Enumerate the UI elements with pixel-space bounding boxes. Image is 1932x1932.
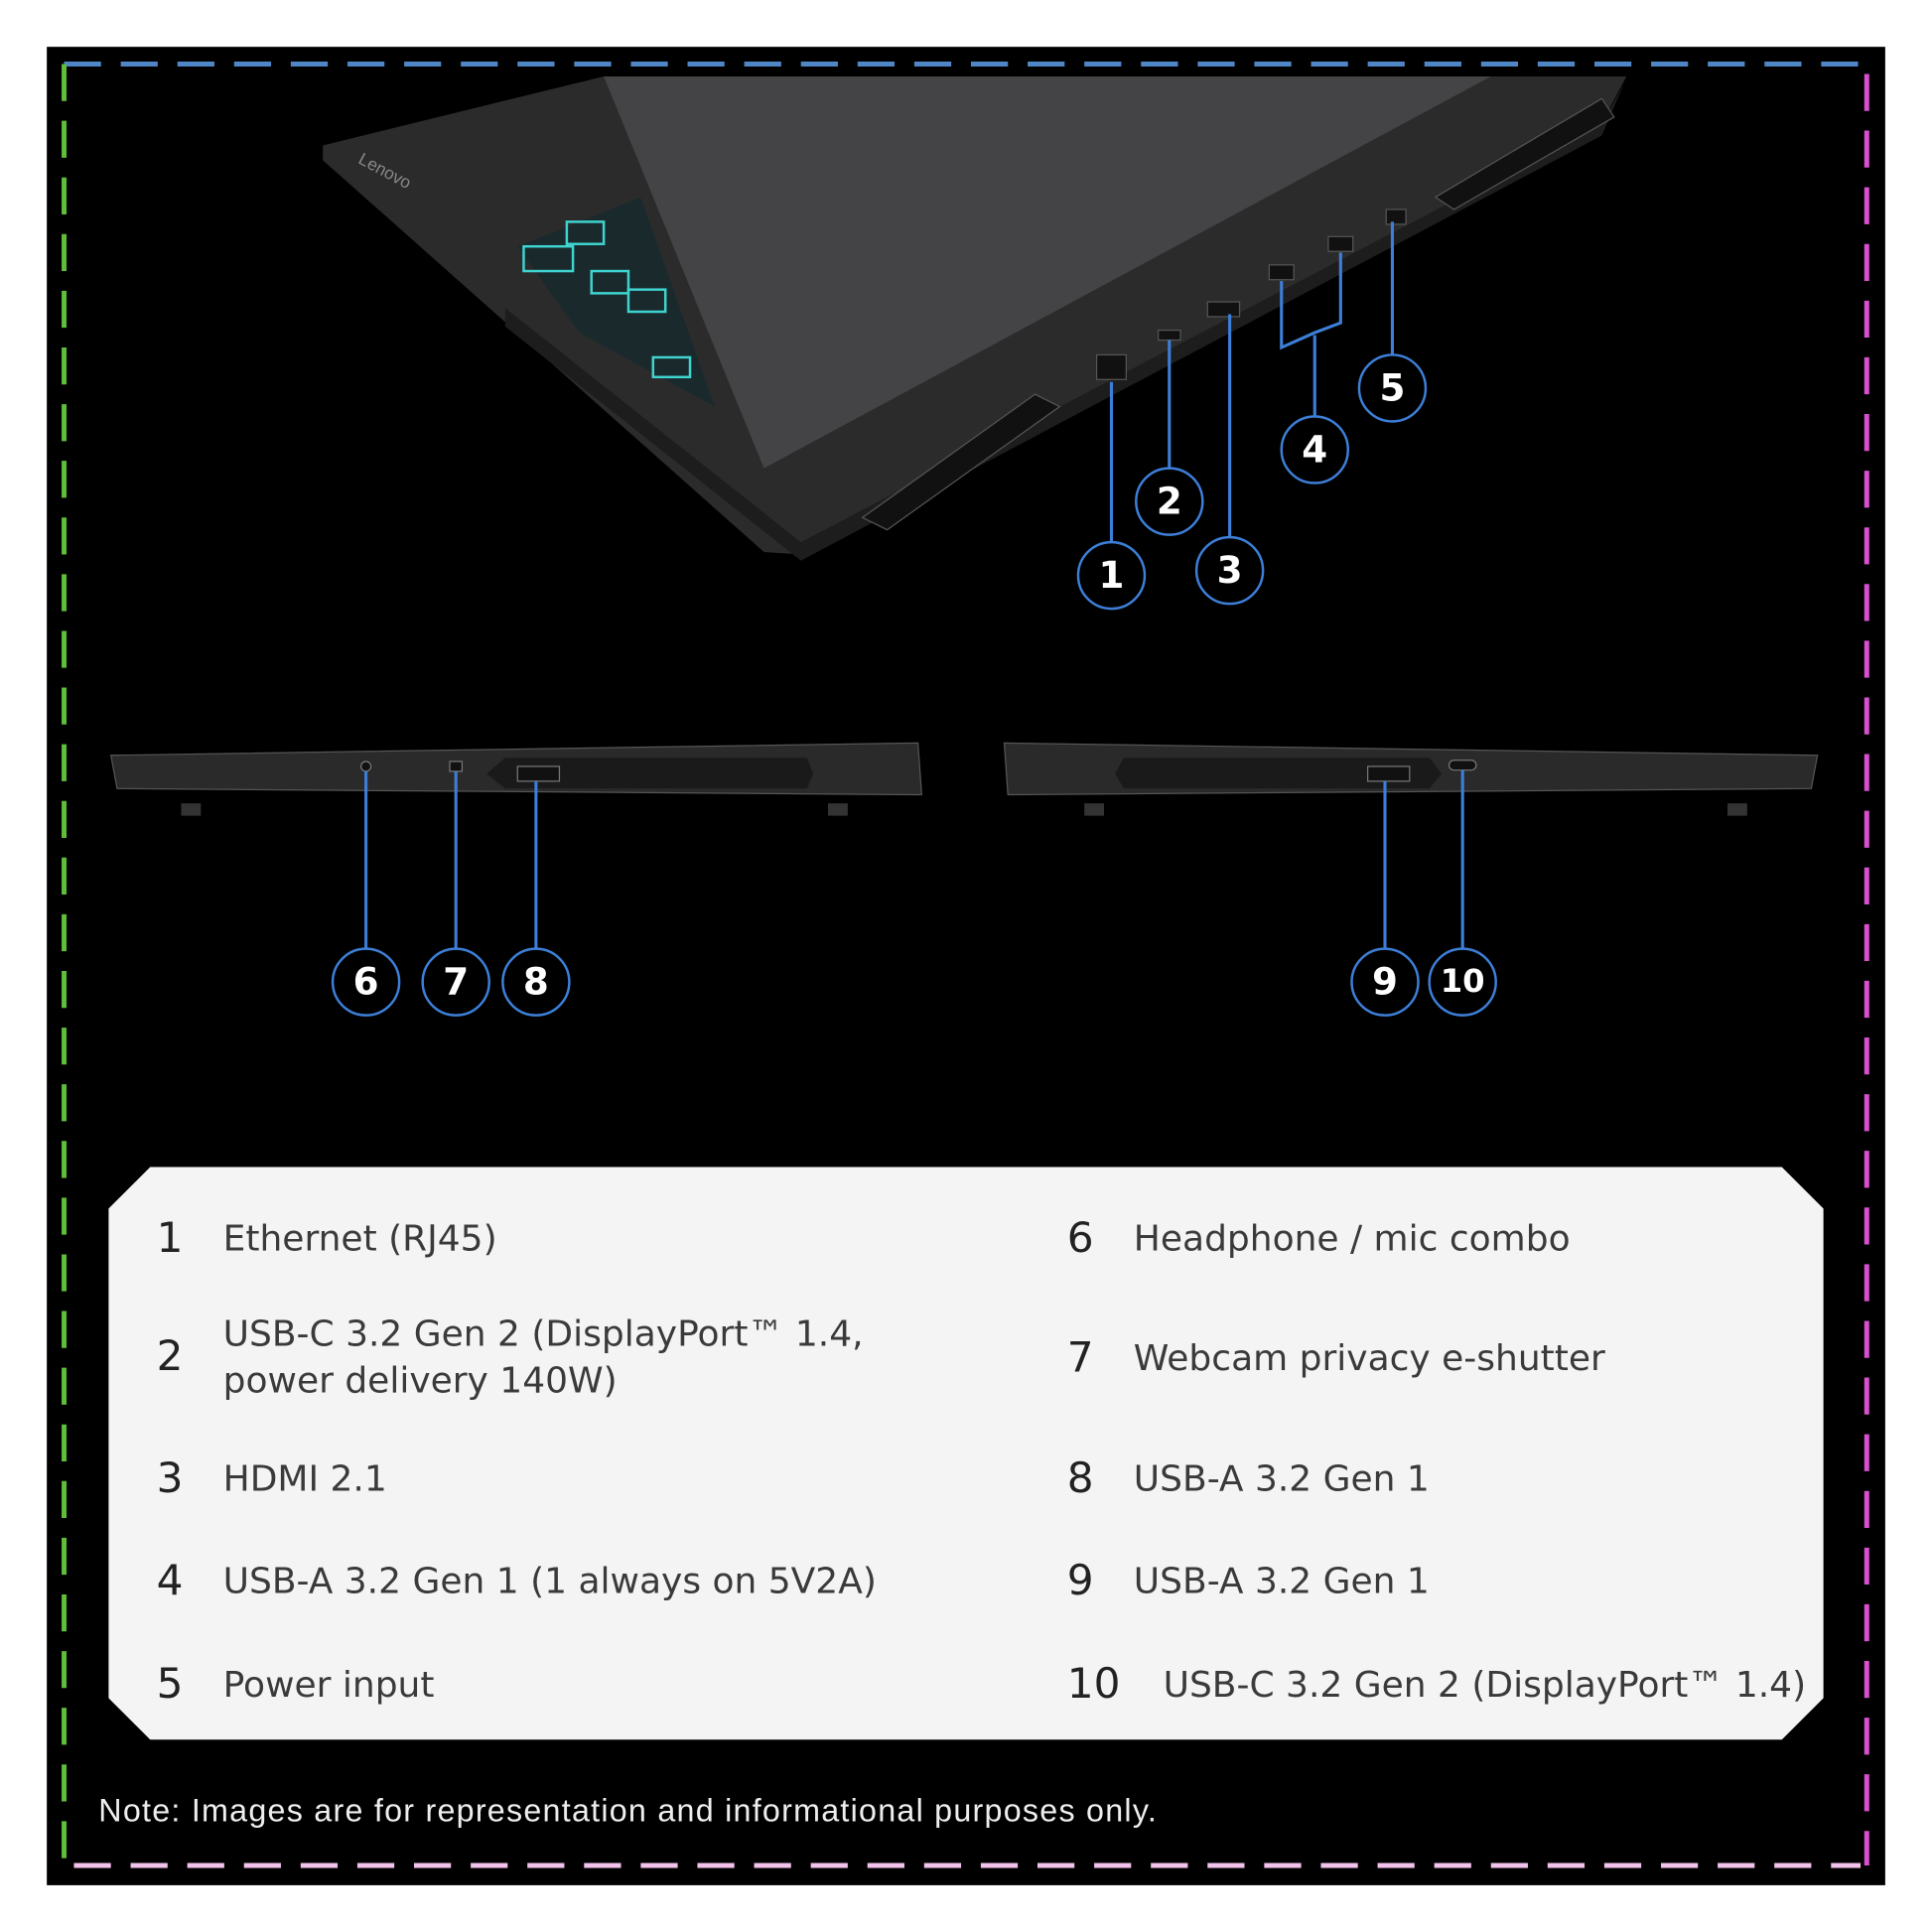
laptop-left-side bbox=[109, 742, 923, 816]
disclaimer-note: Note: Images are for representation and … bbox=[98, 1791, 1159, 1829]
legend-number: 3 bbox=[156, 1453, 184, 1504]
legend-item: 5 Power input bbox=[157, 1660, 435, 1710]
callout-3: 3 bbox=[1194, 535, 1265, 606]
legend-item: 8 USB-A 3.2 Gen 1 bbox=[1067, 1453, 1430, 1503]
legend-number: 9 bbox=[1066, 1556, 1094, 1606]
legend-item: 3 HDMI 2.1 bbox=[157, 1453, 387, 1503]
legend-label: USB-A 3.2 Gen 1 bbox=[1133, 1560, 1430, 1602]
callout-7: 7 bbox=[421, 947, 490, 1017]
legend-label: Power input bbox=[222, 1663, 435, 1706]
legend-number: 6 bbox=[1066, 1213, 1094, 1264]
legend-number: 10 bbox=[1066, 1659, 1121, 1710]
legend-label: USB-A 3.2 Gen 1 (1 always on 5V2A) bbox=[222, 1560, 877, 1602]
legend-item: 6 Headphone / mic combo bbox=[1067, 1213, 1571, 1263]
legend-number: 8 bbox=[1066, 1453, 1094, 1504]
laptop-right-side bbox=[1003, 742, 1819, 816]
legend-number: 7 bbox=[1066, 1332, 1094, 1383]
legend-label: USB-C 3.2 Gen 2 (DisplayPort™ 1.4, power… bbox=[222, 1311, 864, 1402]
legend-number: 1 bbox=[156, 1213, 184, 1264]
callout-6: 6 bbox=[331, 947, 401, 1017]
legend-number: 4 bbox=[156, 1556, 184, 1606]
legend-label: Webcam privacy e-shutter bbox=[1133, 1336, 1605, 1379]
legend-number: 5 bbox=[156, 1659, 184, 1710]
callout-leader-lines bbox=[364, 221, 1464, 949]
selection-borders bbox=[62, 62, 1869, 1868]
callout-8: 8 bbox=[501, 947, 571, 1017]
legend-item: 2 USB-C 3.2 Gen 2 (DisplayPort™ 1.4, powe… bbox=[157, 1310, 975, 1403]
ports-legend-panel bbox=[108, 1167, 1824, 1739]
legend-item: 1 Ethernet (RJ45) bbox=[157, 1213, 497, 1263]
callout-10: 10 bbox=[1428, 947, 1497, 1017]
legend-item: 4 USB-A 3.2 Gen 1 (1 always on 5V2A) bbox=[157, 1557, 877, 1606]
callout-2: 2 bbox=[1135, 467, 1204, 536]
legend-number: 2 bbox=[156, 1331, 184, 1382]
legend-label: USB-C 3.2 Gen 2 (DisplayPort™ 1.4) bbox=[1163, 1663, 1807, 1706]
legend-item: 7 Webcam privacy e-shutter bbox=[1067, 1333, 1605, 1383]
legend-item: 10 USB-C 3.2 Gen 2 (DisplayPort™ 1.4) bbox=[1067, 1660, 1806, 1710]
callout-1: 1 bbox=[1076, 540, 1147, 611]
callout-5: 5 bbox=[1357, 353, 1428, 423]
legend-label: HDMI 2.1 bbox=[222, 1457, 387, 1500]
laptop-angled-view: Lenovo bbox=[323, 75, 1627, 561]
callout-4: 4 bbox=[1280, 415, 1350, 484]
legend-label: Headphone / mic combo bbox=[1133, 1217, 1571, 1260]
legend-label: USB-A 3.2 Gen 1 bbox=[1133, 1457, 1430, 1500]
callout-9: 9 bbox=[1350, 947, 1420, 1017]
legend-item: 9 USB-A 3.2 Gen 1 bbox=[1067, 1557, 1430, 1606]
legend-label: Ethernet (RJ45) bbox=[222, 1217, 497, 1260]
